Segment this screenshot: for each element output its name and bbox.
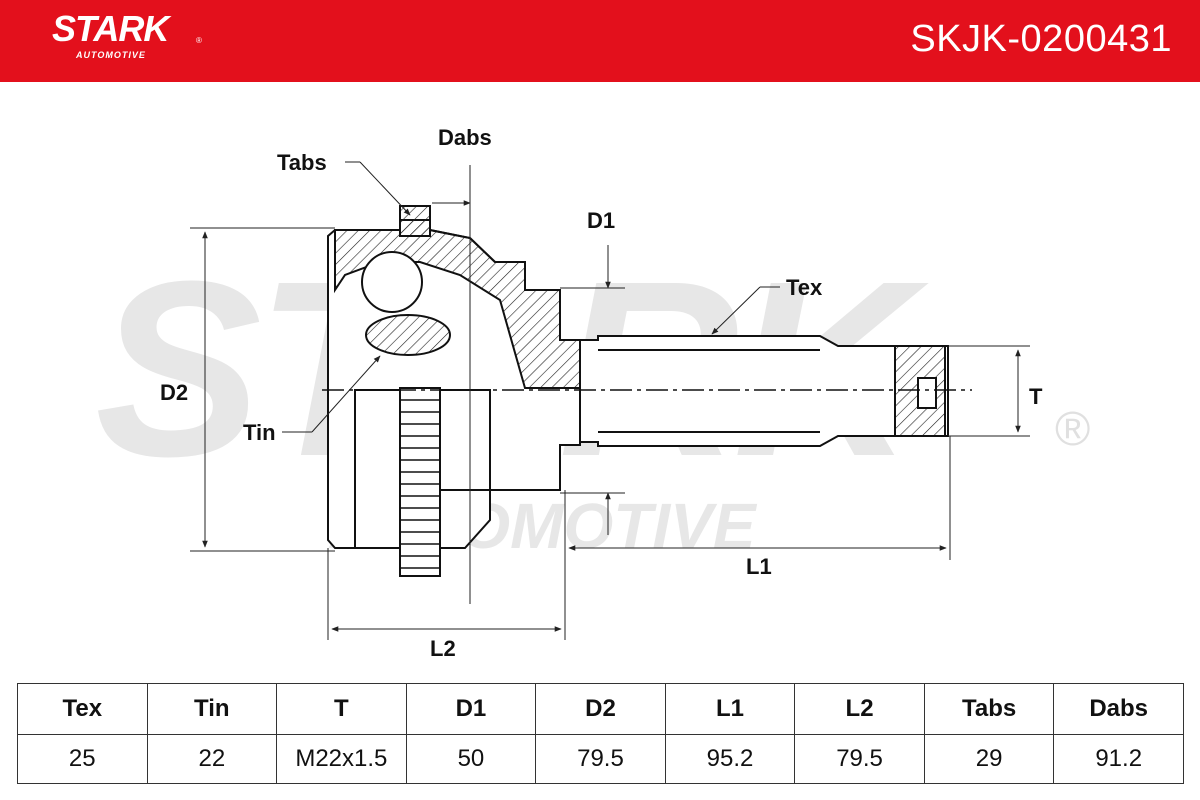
value-l2: 79.5 [794, 734, 925, 784]
header-l2: L2 [794, 683, 925, 735]
header-t: T [276, 683, 407, 735]
label-l1: L1 [746, 554, 772, 579]
label-tin: Tin [243, 420, 276, 445]
dimensions [190, 161, 1030, 640]
header-l1: L1 [664, 683, 796, 735]
value-tex: 25 [17, 734, 148, 784]
label-tex: Tex [786, 275, 823, 300]
header-dabs: Dabs [1053, 683, 1184, 735]
watermark-reg-mark: ® [1055, 403, 1090, 456]
spec-table-header-row: Tex Tin T D1 D2 L1 L2 Tabs Dabs [17, 683, 1184, 735]
label-l2: L2 [430, 636, 456, 661]
spec-table: Tex Tin T D1 D2 L1 L2 Tabs Dabs 25 22 M2… [17, 683, 1184, 784]
brand-registered-mark: ® [196, 36, 202, 45]
brand-subtitle: AUTOMOTIVE [76, 50, 146, 60]
joint-body [327, 205, 949, 577]
header-tabs: Tabs [923, 683, 1055, 735]
abs-teeth [400, 399, 440, 569]
value-l1: 95.2 [664, 734, 796, 784]
value-tin: 22 [146, 734, 278, 784]
spec-table-value-row: 25 22 M22x1.5 50 79.5 95.2 79.5 29 91.2 [17, 734, 1184, 784]
value-d1: 50 [405, 734, 537, 784]
value-t: M22x1.5 [276, 734, 407, 784]
cv-joint-drawing: STARK AUTOMOTIVE ® [95, 125, 1090, 661]
part-number: SKJK-0200431 [910, 18, 1172, 60]
value-d2: 79.5 [535, 734, 666, 784]
label-dabs: Dabs [438, 125, 492, 150]
label-d2: D2 [160, 380, 188, 405]
brand-logo: STARK AUTOMOTIVE [52, 8, 169, 60]
header-tin: Tin [146, 683, 278, 735]
label-d1: D1 [587, 208, 615, 233]
label-t: T [1029, 384, 1043, 409]
value-dabs: 91.2 [1053, 734, 1184, 784]
header-d1: D1 [405, 683, 537, 735]
label-tabs: Tabs [277, 150, 327, 175]
value-tabs: 29 [923, 734, 1055, 784]
header-tex: Tex [17, 683, 148, 735]
header-d2: D2 [535, 683, 666, 735]
header-bar: STARK AUTOMOTIVE ® SKJK-0200431 [0, 0, 1200, 82]
brand-name: STARK [52, 8, 169, 49]
